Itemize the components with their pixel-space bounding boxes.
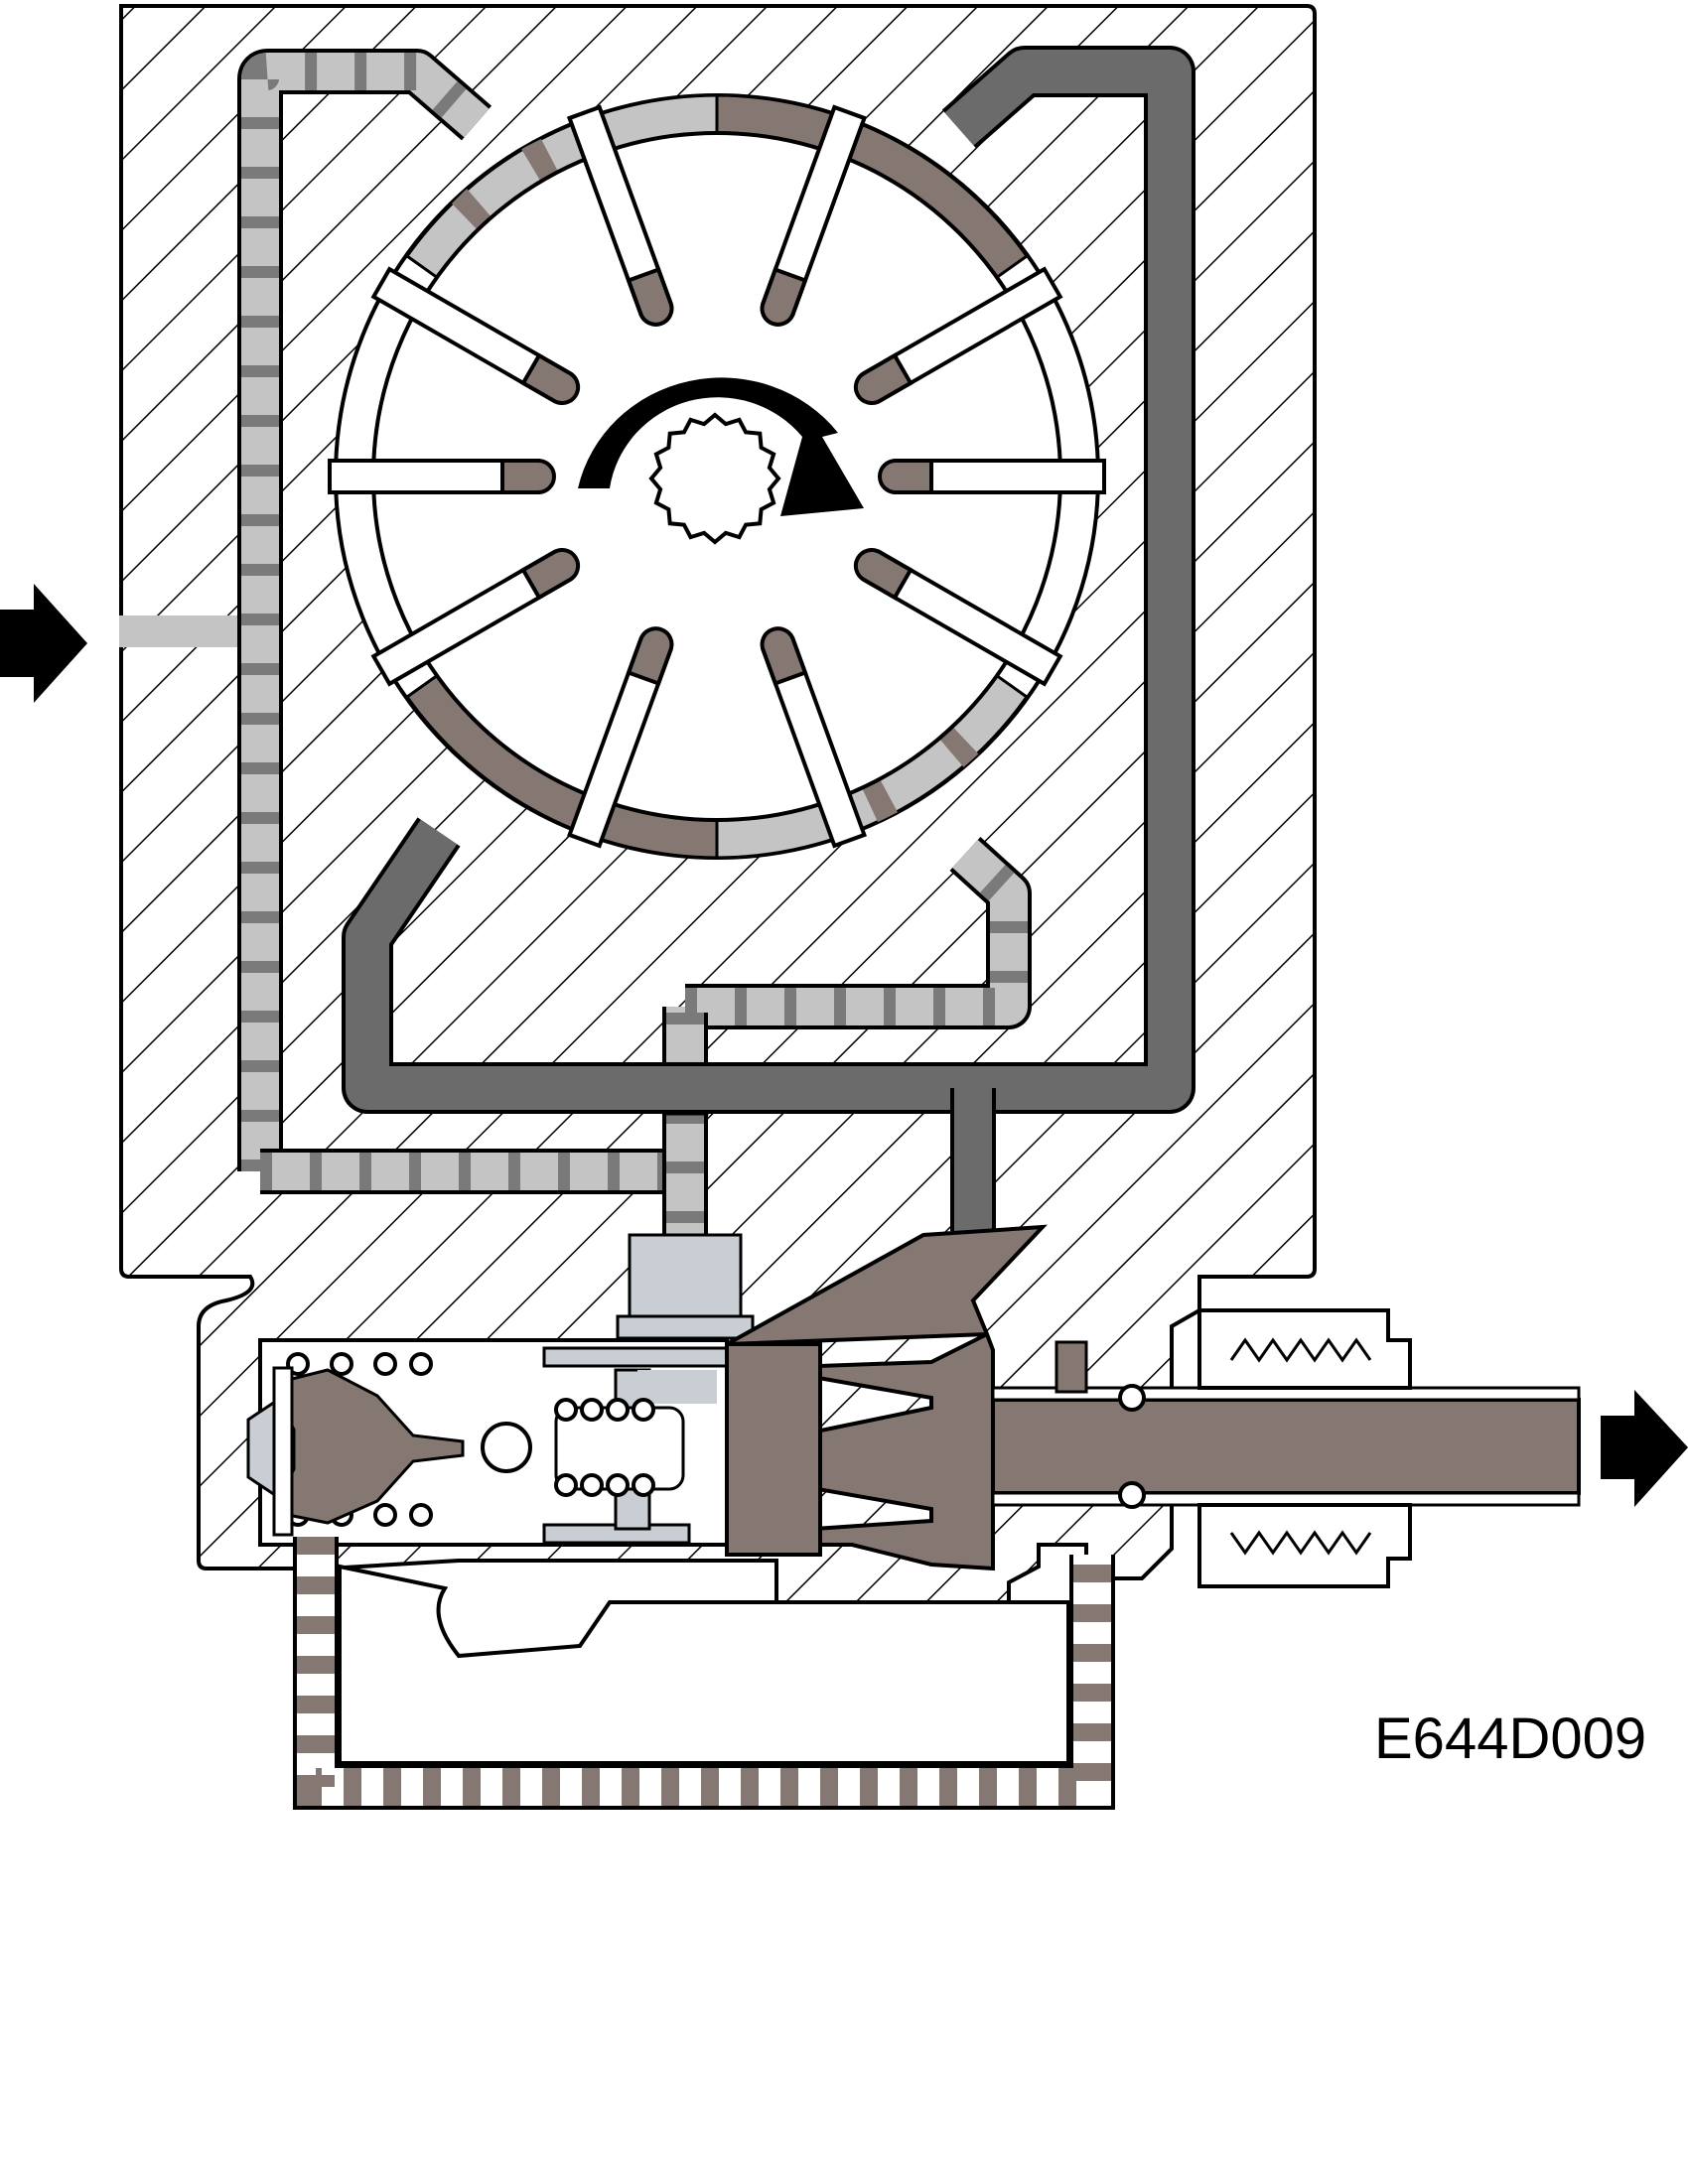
cam-ring [334,93,1100,860]
spring-coil [606,1398,630,1422]
drive-shaft-spline-icon [648,412,781,545]
inlet-arrow-icon [0,584,87,703]
spring-coil [554,1398,578,1422]
vane [370,548,581,687]
reservoir [293,1537,1115,1810]
spring-coil [409,1352,433,1376]
vane [760,626,867,849]
spring-coil [409,1503,433,1527]
spring-coil [580,1398,604,1422]
vane [760,104,867,327]
vane [567,104,674,327]
rotation-arrow-icon [578,377,864,516]
spring-coil [632,1398,655,1422]
spring-coil [373,1503,397,1527]
vane [853,548,1063,687]
outlet-passage [342,46,1196,1231]
outlet-arrow-icon [1601,1390,1688,1507]
spring-coil [373,1352,397,1376]
vane [370,266,581,405]
spring-coil [554,1473,578,1497]
vane [328,459,556,494]
discharge-fitting [725,1224,1581,1588]
spring-coil [632,1473,655,1497]
spring-coil [606,1473,630,1497]
figure-code: E644D009 [1374,1706,1647,1771]
spring-coil [330,1352,353,1376]
vane [853,266,1063,405]
vane [878,459,1106,494]
spring-coil [580,1473,604,1497]
flow-control-valve [246,1233,755,1547]
rotor-vanes [328,104,1106,849]
vane [567,626,674,849]
